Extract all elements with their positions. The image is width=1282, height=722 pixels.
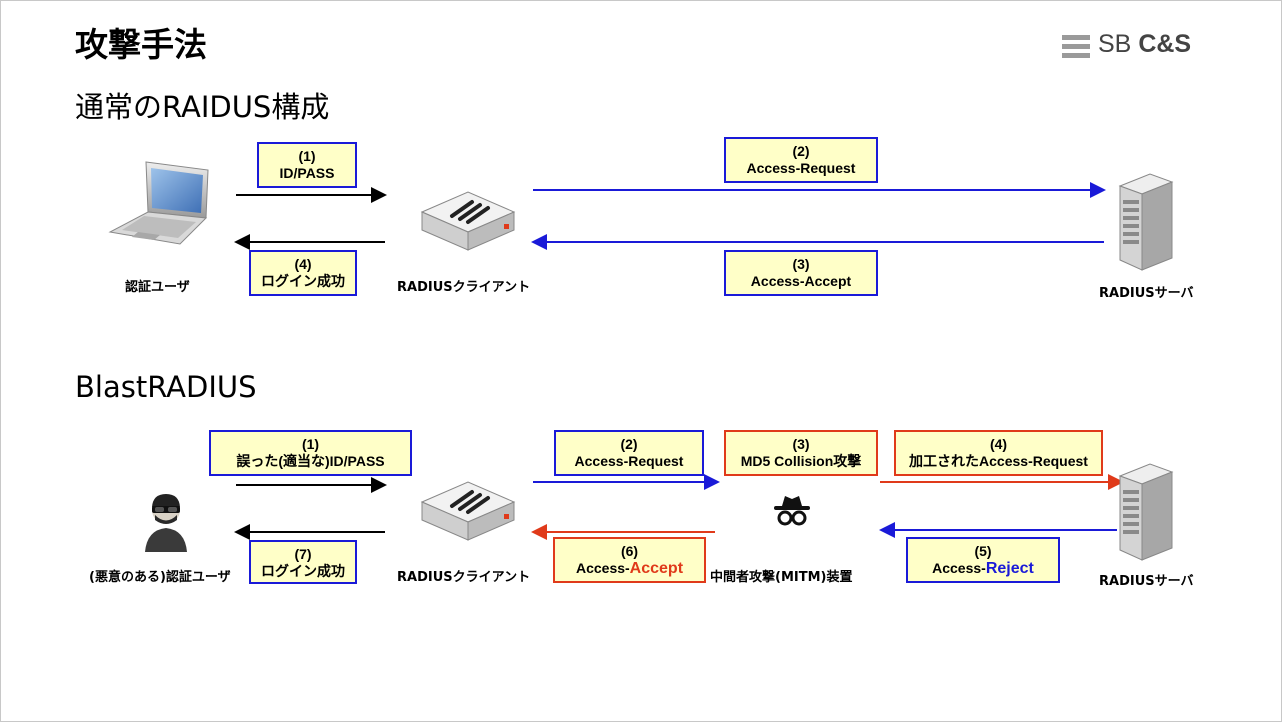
slide-title: 攻撃手法 [75, 25, 207, 64]
router-icon [420, 481, 516, 541]
blast-heading: BlastRADIUS [75, 370, 257, 404]
node-label-client: RADIUSクライアント [397, 570, 531, 585]
node-label-server: RADIUSサーバ [1099, 574, 1194, 589]
normal-heading: 通常のRAIDUS構成 [75, 90, 330, 124]
step-box-normal-3: (3)Access-Accept [724, 250, 878, 296]
router-icon [420, 191, 516, 251]
step-box-normal-2: (2)Access-Request [724, 137, 878, 183]
hacker-icon [145, 494, 187, 552]
company-logo: SB C&S [1062, 30, 1197, 60]
step-box-blast-6: (6) Access-Accept [553, 537, 706, 583]
laptop-icon [108, 161, 209, 245]
node-label-server: RADIUSサーバ [1099, 286, 1194, 301]
node-label-mitm: 中間者攻撃(MITM)装置 [710, 570, 853, 585]
accept-highlight: Accept [629, 560, 684, 577]
reject-highlight: Reject [985, 560, 1034, 577]
server-icon [1118, 463, 1174, 561]
node-label-client: RADIUSクライアント [397, 280, 531, 295]
step-box-blast-3: (3)MD5 Collision攻撃 [724, 430, 878, 476]
server-icon [1118, 173, 1174, 271]
step-box-normal-1: (1)ID/PASS [257, 142, 357, 188]
step-box-blast-5: (5) Access-Reject [906, 537, 1060, 583]
node-label-user: 認証ユーザ [125, 280, 190, 295]
logo-cs: C&S [1138, 30, 1192, 58]
node-label-malicious-user: (悪意のある)認証ユーザ [89, 570, 231, 585]
step-box-blast-2: (2)Access-Request [554, 430, 704, 476]
spy-icon [774, 496, 810, 526]
step-box-blast-4: (4)加工されたAccess-Request [894, 430, 1103, 476]
step-box-normal-4: (4)ログイン成功 [249, 250, 357, 296]
step-box-blast-1: (1)誤った(適当な)ID/PASS [209, 430, 412, 476]
step-box-blast-7: (7)ログイン成功 [249, 540, 357, 584]
logo-sb: SB [1098, 30, 1132, 58]
